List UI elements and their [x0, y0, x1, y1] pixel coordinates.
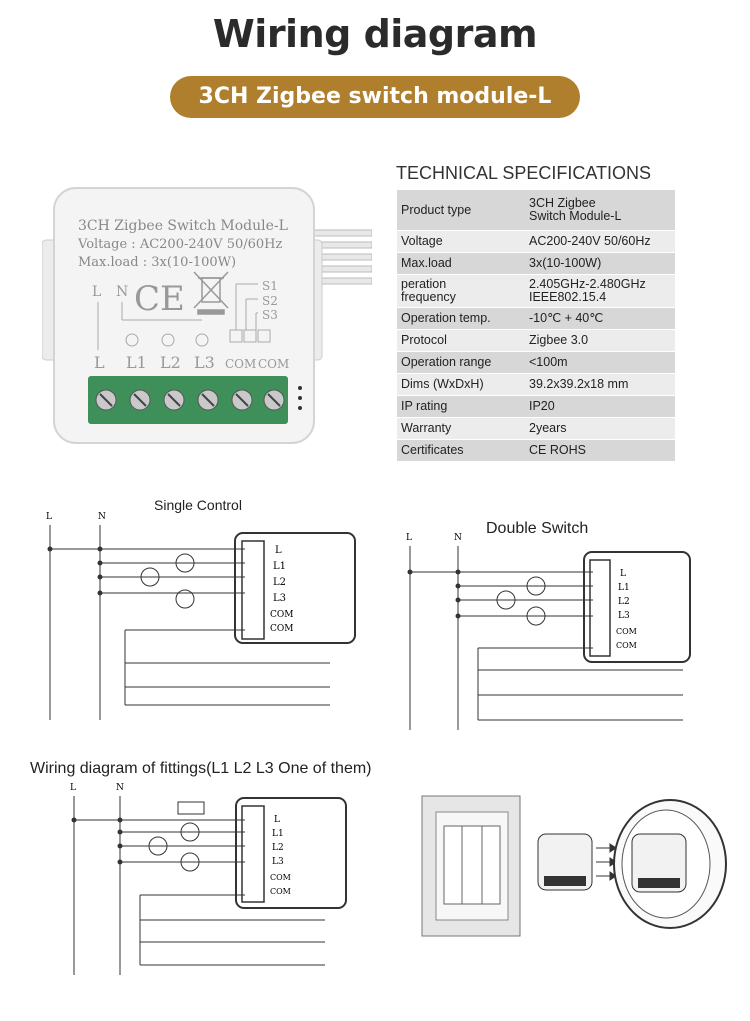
- module-term-n-top: N: [116, 284, 128, 300]
- single-control-diagram: L N L L1 L2 L3 COM COM: [46, 512, 356, 720]
- term-l3: L3: [273, 593, 286, 604]
- wall-switch-panel: [421, 795, 521, 937]
- term-l: L: [275, 545, 282, 556]
- module-s1: S1: [262, 279, 278, 293]
- spec-key: Operation range: [397, 351, 525, 374]
- product-name-badge: 3CH Zigbee switch module-L: [170, 76, 580, 118]
- spec-value: IP20: [525, 395, 675, 418]
- module-s2: S2: [262, 294, 278, 308]
- module-com1: COM: [225, 357, 256, 371]
- term-l2: L2: [273, 577, 286, 588]
- terminal-block: [88, 376, 288, 424]
- spec-key: IP rating: [397, 395, 525, 418]
- spec-key: Voltage: [397, 230, 525, 253]
- spec-key: Warranty: [397, 417, 525, 440]
- double-switch-diagram: L N L L1 L2 L3 COM COM: [406, 533, 691, 730]
- term-l1: L1: [618, 583, 630, 593]
- spec-key: Max.load: [397, 252, 525, 275]
- single-control-label: Single Control: [154, 497, 242, 513]
- spec-key: Operation temp.: [397, 307, 525, 330]
- term-com: COM: [270, 610, 293, 620]
- spec-key: Certificates: [397, 439, 525, 462]
- module-name-label: 3CH Zigbee Switch Module-L: [78, 218, 288, 234]
- term-l: L: [620, 569, 626, 579]
- line-l-label: L: [406, 533, 412, 543]
- fittings-label: Wiring diagram of fittings(L1 L2 L3 One …: [30, 760, 372, 777]
- term-l: L: [274, 815, 280, 825]
- specs-title: TECHNICAL SPECIFICATIONS: [396, 163, 652, 183]
- term-l1: L1: [272, 829, 284, 839]
- module-term-l-top: L: [92, 284, 101, 300]
- spec-key: Product type: [397, 190, 525, 231]
- module-term-l: L: [94, 353, 105, 372]
- spec-value: 39.2x39.2x18 mm: [525, 373, 675, 396]
- module-term-l3: L3: [194, 353, 215, 372]
- fittings-diagram: L N L L1 L2 L3 COM COM: [70, 783, 347, 975]
- spec-value: 3CH Zigbee Switch Module-L: [525, 190, 675, 231]
- module-term-l2: L2: [160, 353, 181, 372]
- module-com2: COM: [258, 357, 289, 371]
- spec-value: 3x(10-100W): [525, 252, 675, 275]
- line-l-label: L: [70, 783, 76, 793]
- spec-value: -10℃ + 40℃: [525, 307, 675, 330]
- term-com: COM: [616, 641, 637, 650]
- term-com: COM: [270, 887, 291, 896]
- installation-illustration: [421, 795, 727, 937]
- spec-value: Zigbee 3.0: [525, 329, 675, 352]
- term-com: COM: [616, 627, 637, 636]
- weee-bin-icon: [193, 271, 229, 315]
- line-n-label: N: [454, 533, 462, 543]
- module-term-l1: L1: [126, 353, 147, 372]
- spec-value: 2years: [525, 417, 675, 440]
- line-l-label: L: [46, 512, 52, 522]
- module-illustration: 3CH Zigbee Switch Module-L Voltage : AC2…: [42, 187, 372, 444]
- module-small-icon: [537, 833, 593, 891]
- module-s3: S3: [262, 308, 278, 322]
- wall-box-icon: [613, 799, 727, 929]
- spec-key: Dims (WxDxH): [397, 373, 525, 396]
- spec-row: Operation range<100m: [397, 351, 675, 374]
- spec-row: Operation temp.-10℃ + 40℃: [397, 307, 675, 330]
- spec-value: AC200-240V 50/60Hz: [525, 230, 675, 253]
- spec-value: 2.405GHz-2.480GHz IEEE802.15.4: [525, 274, 675, 308]
- ce-mark: CE: [134, 279, 185, 319]
- term-com: COM: [270, 873, 291, 882]
- term-l1: L1: [273, 561, 286, 572]
- term-l3: L3: [272, 857, 284, 867]
- double-switch-label: Double Switch: [486, 520, 589, 537]
- spec-key: peration frequency: [397, 274, 525, 308]
- page-title: Wiring diagram: [212, 12, 538, 56]
- term-l2: L2: [272, 843, 284, 853]
- module-voltage-label: Voltage : AC200-240V 50/60Hz: [77, 237, 282, 252]
- spec-row: Dims (WxDxH)39.2x39.2x18 mm: [397, 373, 675, 396]
- line-n-label: N: [116, 783, 124, 793]
- term-l3: L3: [618, 611, 630, 621]
- term-com: COM: [270, 624, 293, 634]
- spec-value: <100m: [525, 351, 675, 374]
- module-load-label: Max.load : 3x(10-100W): [78, 255, 236, 270]
- term-l2: L2: [618, 597, 630, 607]
- spec-value: CE ROHS: [525, 439, 675, 462]
- spec-key: Protocol: [397, 329, 525, 352]
- line-n-label: N: [98, 512, 106, 522]
